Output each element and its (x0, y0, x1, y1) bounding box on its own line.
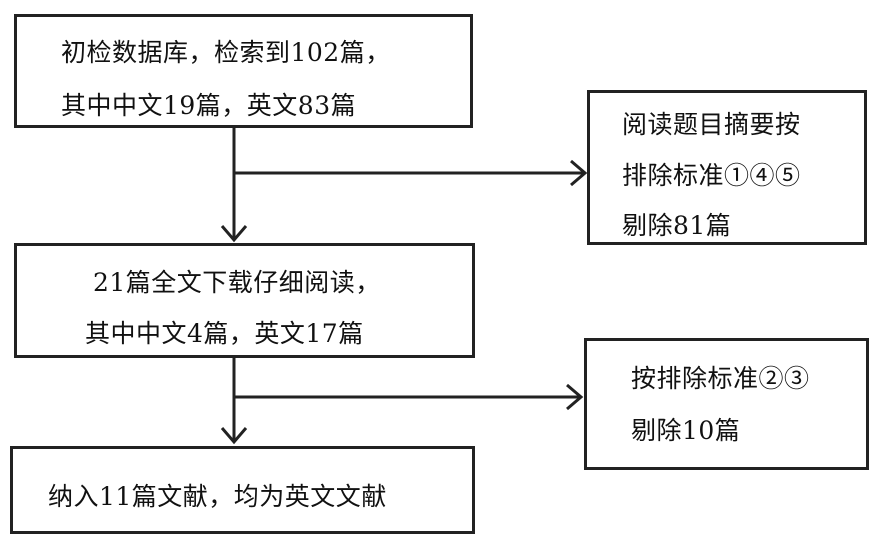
arrowhead-right-2 (566, 383, 584, 411)
exclusion1-line3: 剔除81篇 (622, 211, 732, 240)
exclusion2-box: 按排除标准②③ 剔除10篇 (584, 338, 869, 470)
step3-line1: 纳入11篇文献，均为英文文献 (48, 482, 387, 511)
step1-line1: 初检数据库，检索到102篇， (61, 38, 391, 67)
step3-box: 纳入11篇文献，均为英文文献 (10, 446, 475, 534)
exclusion2-line1: 按排除标准②③ (631, 364, 810, 393)
exclusion1-line1: 阅读题目摘要按 (622, 110, 801, 139)
exclusion1-box: 阅读题目摘要按 排除标准①④⑤ 剔除81篇 (587, 90, 867, 245)
exclusion2-line2: 剔除10篇 (631, 416, 741, 445)
exclusion1-line2: 排除标准①④⑤ (622, 161, 801, 190)
arrowhead-down-1 (220, 225, 248, 243)
step1-box: 初检数据库，检索到102篇， 其中中文19篇，英文83篇 (14, 14, 473, 128)
step2-box: 21篇全文下载仔细阅读， 其中中文4篇，英文17篇 (14, 243, 475, 358)
step2-line2: 其中中文4篇，英文17篇 (85, 319, 364, 348)
step1-line2: 其中中文19篇，英文83篇 (61, 91, 357, 120)
arrowhead-down-2 (220, 427, 248, 445)
step2-line1: 21篇全文下载仔细阅读， (93, 268, 381, 297)
arrowhead-right-1 (570, 159, 588, 187)
